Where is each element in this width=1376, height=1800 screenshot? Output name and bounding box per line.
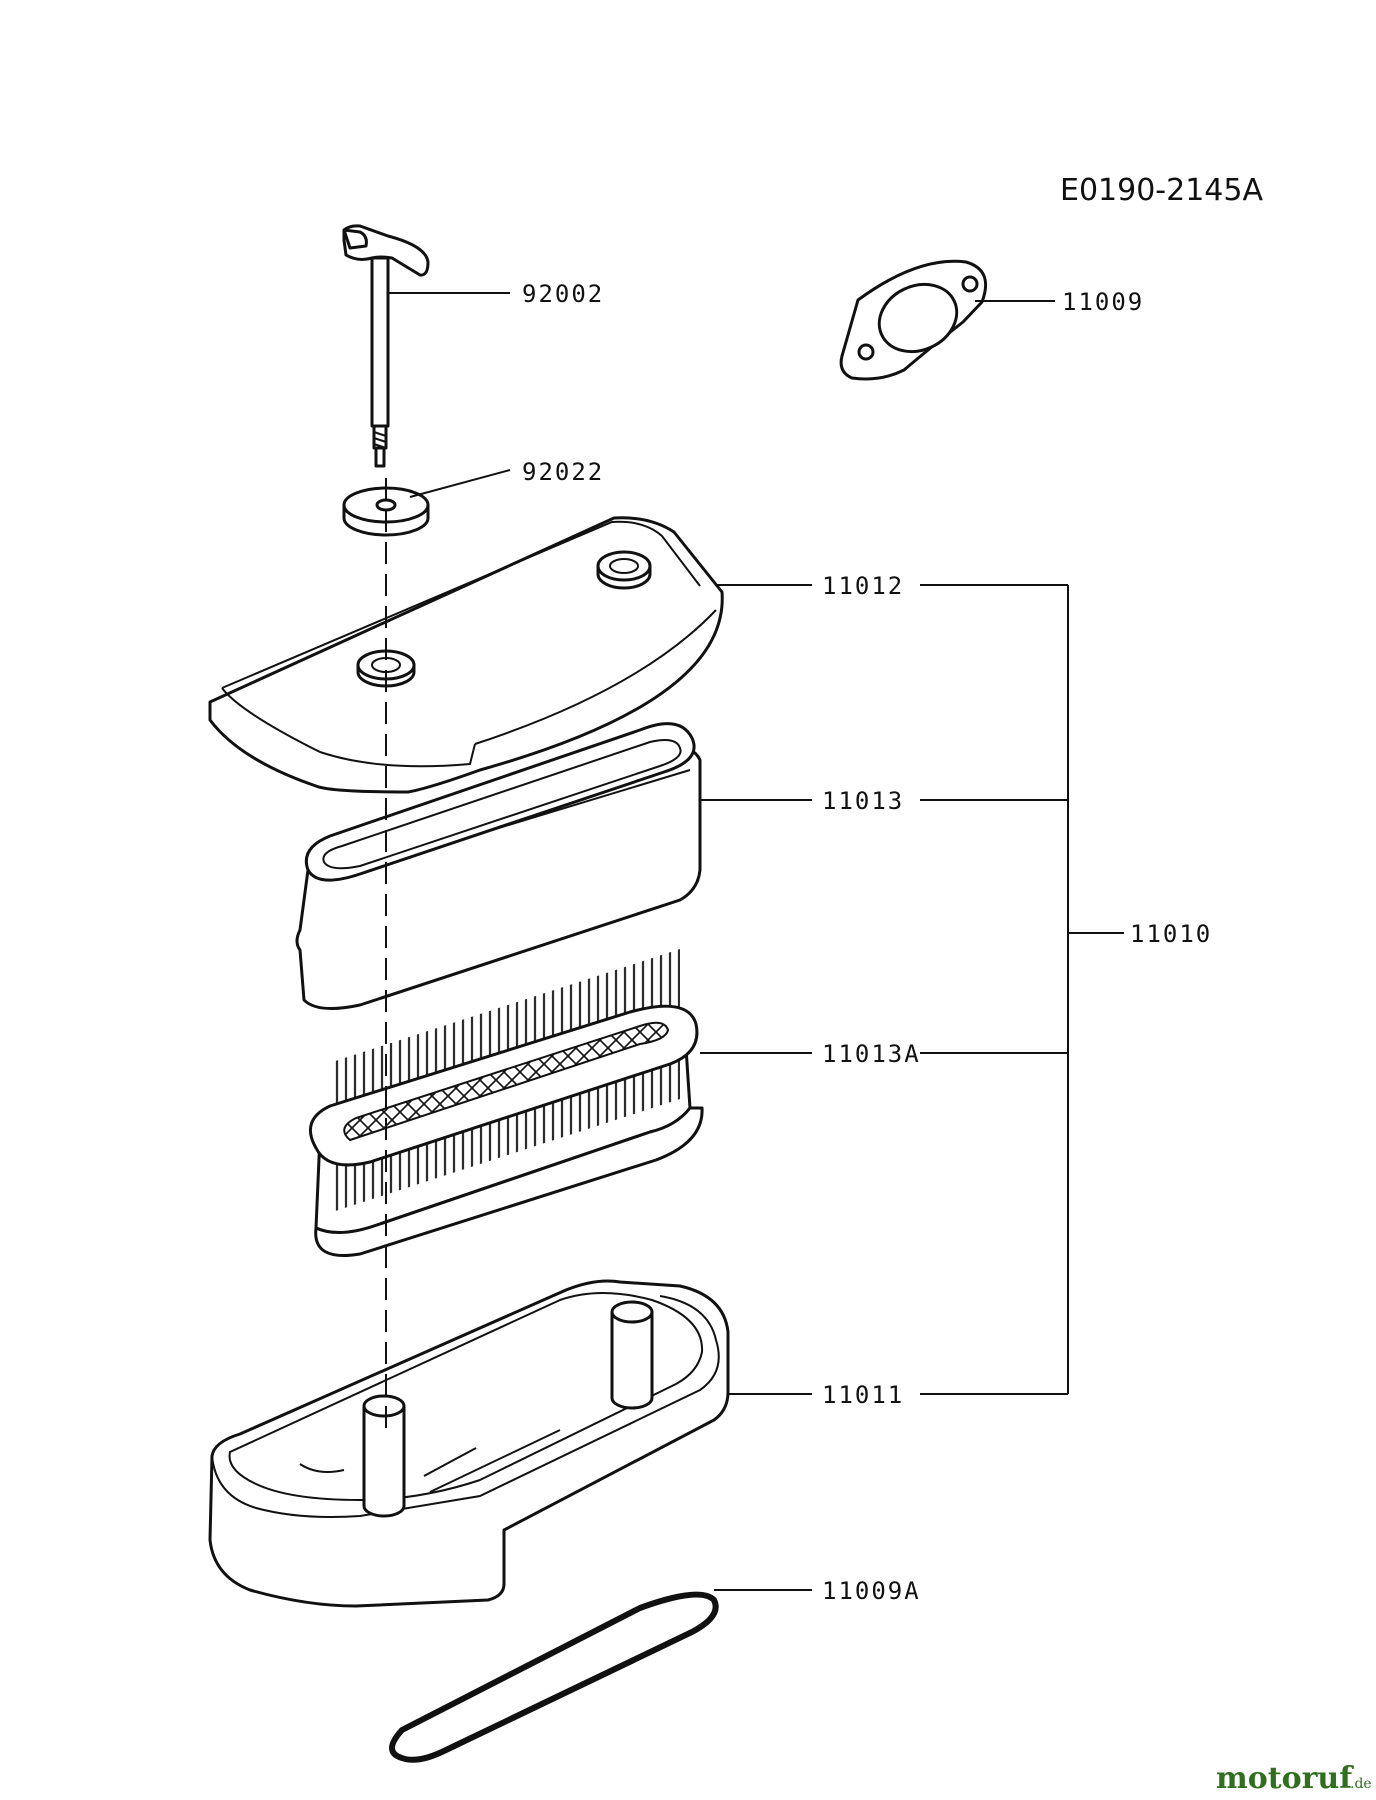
label-11013a: 11013A — [822, 1040, 921, 1068]
foam-element-part — [295, 722, 702, 1011]
label-11009a: 11009A — [822, 1577, 921, 1605]
base-gasket-part — [389, 1591, 719, 1763]
label-11010: 11010 — [1130, 920, 1212, 948]
watermark-suffix: .de — [1350, 1776, 1372, 1792]
base-part — [208, 1279, 730, 1608]
cover-part — [208, 516, 724, 794]
label-11013: 11013 — [822, 787, 904, 815]
watermark-logo: motoruf — [1216, 1761, 1354, 1796]
label-11011: 11011 — [822, 1381, 904, 1409]
label-11012: 11012 — [822, 572, 904, 600]
label-92002: 92002 — [522, 280, 604, 308]
label-11009: 11009 — [1062, 288, 1144, 316]
part-labels: 92002 92022 11009 11012 11013 11013A 110… — [522, 280, 1212, 1605]
label-92022: 92022 — [522, 458, 604, 486]
paper-element-part — [308, 949, 704, 1257]
gasket-part — [839, 259, 987, 381]
wing-bolt-part — [342, 224, 430, 468]
leader-lines — [388, 292, 1124, 1591]
diagram-code: E0190-2145A — [1060, 173, 1263, 208]
